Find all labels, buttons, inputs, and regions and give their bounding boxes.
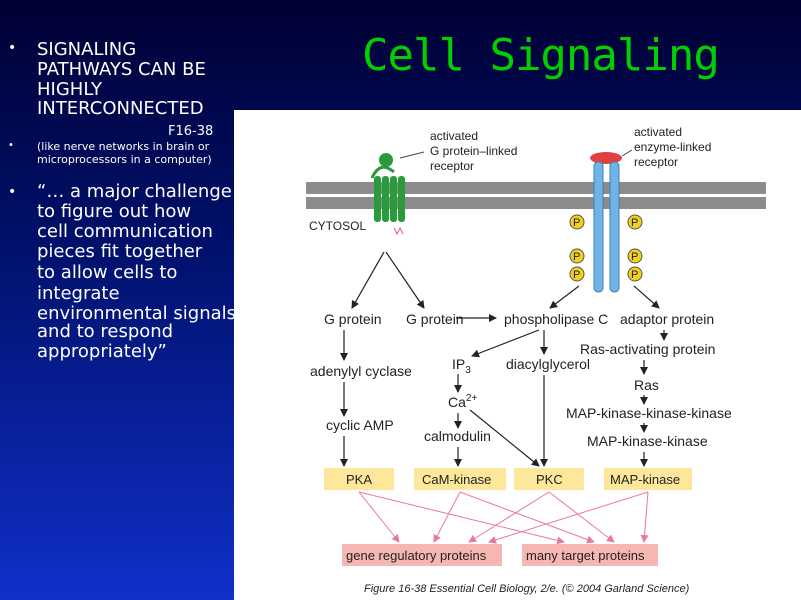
target-box-gene-regulatory — [342, 544, 502, 566]
bullet-3-line-7: environmental signals — [37, 303, 237, 324]
node-adaptor-protein: adaptor protein — [620, 311, 714, 327]
receptor1-label-3: receptor — [430, 159, 474, 173]
phospho-2: P — [631, 217, 638, 229]
gpcr-receptor — [370, 153, 405, 236]
target-arrows — [358, 491, 649, 545]
kinase-box-pka — [324, 468, 394, 490]
figure-reference: F16-38 — [168, 124, 214, 139]
receptor1-pointer — [399, 151, 425, 159]
enzyme-linked-receptor — [590, 152, 622, 293]
receptor2-pointer — [621, 149, 633, 157]
bullet-3-marker: • — [8, 184, 17, 200]
kinase-label-pkc: PKC — [536, 472, 563, 487]
bullet-1-line-2: PATHWAYS CAN BE — [37, 59, 206, 80]
kinase-box-pkc — [514, 468, 584, 490]
bullet-3-line-4: pieces fit together — [37, 241, 203, 262]
node-g-protein-1: G protein — [324, 311, 382, 327]
figure-caption: Figure 16-38 Essential Cell Biology, 2/e… — [364, 583, 690, 595]
receptor2-label-3: receptor — [634, 155, 678, 169]
phospho-3: P — [573, 251, 580, 263]
node-adenylyl-cyclase: adenylyl cyclase — [310, 363, 412, 379]
target-label-many-targets: many target proteins — [526, 548, 645, 563]
kinase-label-pka: PKA — [346, 472, 372, 487]
node-phospholipase-c: phospholipase C — [504, 311, 608, 327]
membrane-outer — [306, 182, 766, 194]
phospho-1: P — [573, 217, 580, 229]
bullet-1-line-4: INTERCONNECTED — [37, 98, 204, 119]
bullet-1-line-1: SIGNALING — [37, 39, 137, 60]
publisher-credit: n Prentice Hall, Inc. — [234, 571, 356, 587]
signaling-diagram: activated G protein–linked receptor acti… — [306, 125, 766, 595]
kinase-label-cam-kinase: CaM-kinase — [422, 472, 491, 487]
kinase-label-map-kinase: MAP-kinase — [610, 472, 680, 487]
node-ras-activating-protein: Ras-activating protein — [580, 341, 715, 357]
phospho-5: P — [573, 269, 580, 281]
bullet-3-line-3: cell communication — [37, 221, 213, 242]
pathway-arrows — [340, 251, 668, 467]
bullet-2-line-2: microprocessors in a computer) — [37, 153, 212, 166]
receptor1-label-2: G protein–linked — [430, 144, 517, 158]
signaling-figure: activated G protein–linked receptor acti… — [234, 110, 801, 600]
ip3-text: IP — [452, 356, 465, 372]
slide-title: Cell Signaling — [362, 30, 720, 81]
bullet-1-marker: • — [8, 40, 17, 56]
ip3-subscript: 3 — [465, 365, 471, 376]
bullet-3-line-9: appropriately” — [37, 341, 167, 362]
kinase-box-cam-kinase — [414, 468, 506, 490]
kinase-box-map-kinase — [604, 468, 692, 490]
bullet-3-line-8: and to respond — [37, 321, 174, 342]
node-cyclic-amp: cyclic AMP — [326, 417, 394, 433]
receptor1-label-1: activated — [430, 129, 478, 143]
node-g-protein-2: G protein — [406, 311, 464, 327]
phospho-4: P — [631, 251, 638, 263]
membrane-inner — [306, 197, 766, 209]
bullet-3-line-6: integrate — [37, 283, 120, 304]
receptor2-label-2: enzyme-linked — [634, 140, 711, 154]
bullet-3-line-5: to allow cells to — [37, 262, 178, 283]
cytosol-label: CYTOSOL — [309, 219, 366, 233]
ca-superscript: 2+ — [466, 393, 478, 404]
target-label-gene-regulatory: gene regulatory proteins — [346, 548, 487, 563]
bullet-3-line-1: “… a major challenge — [37, 181, 232, 202]
bullet-2-line-1: (like nerve networks in brain or — [37, 140, 210, 153]
bullet-3-line-2: to figure out how — [37, 201, 192, 222]
node-calmodulin: calmodulin — [424, 428, 491, 444]
node-map-kinase-kinase: MAP-kinase-kinase — [587, 433, 708, 449]
node-map-kinase-kinase-kinase: MAP-kinase-kinase-kinase — [566, 405, 732, 421]
node-ca2: Ca2+ — [448, 393, 477, 410]
node-diacylglycerol: diacylglycerol — [506, 356, 590, 372]
node-ras: Ras — [634, 377, 659, 393]
bullet-2-marker: • — [8, 140, 14, 151]
ca-text: Ca — [448, 394, 466, 410]
target-box-many-targets — [522, 544, 658, 566]
node-ip3: IP3 — [452, 356, 471, 376]
phospho-6: P — [631, 269, 638, 281]
bullet-1-line-3: HIGHLY — [37, 79, 102, 100]
receptor2-label-1: activated — [634, 125, 682, 139]
phosphate-group: P P P P P P — [569, 214, 643, 282]
